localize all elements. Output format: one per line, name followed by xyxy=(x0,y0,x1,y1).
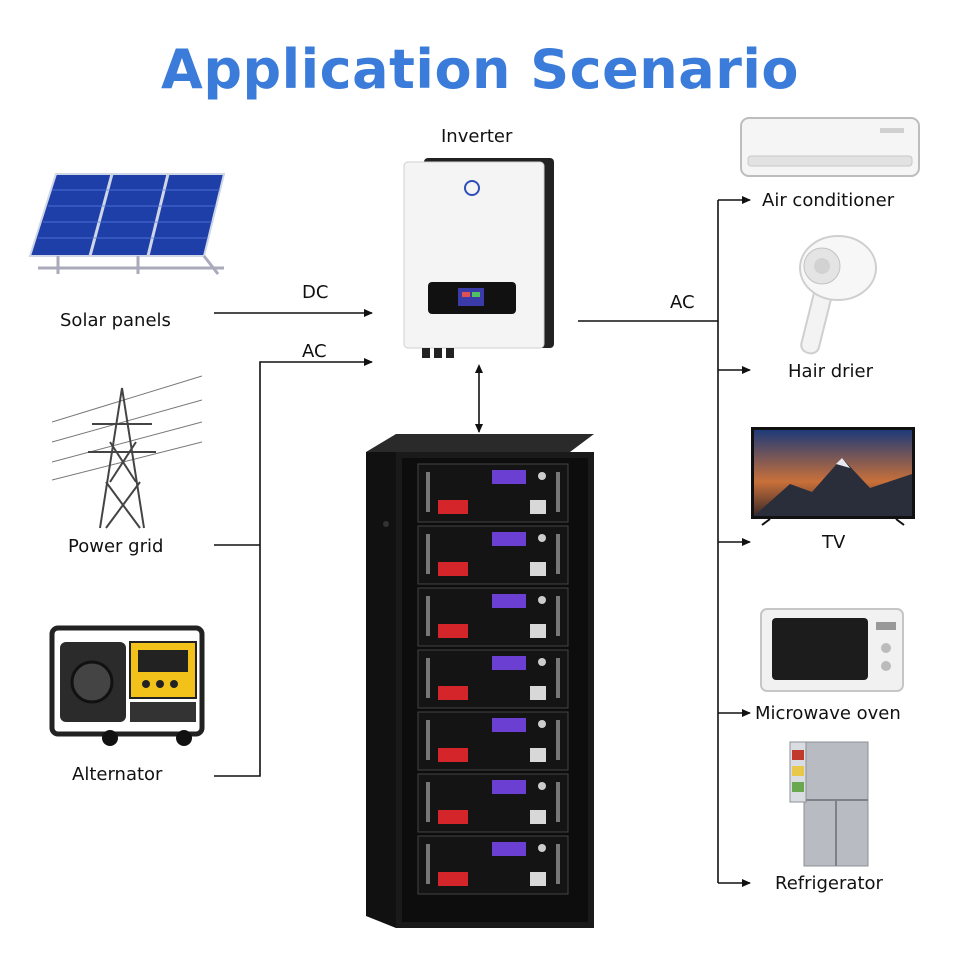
ac-input-label: AC xyxy=(302,341,327,362)
solar-panel-icon xyxy=(28,173,226,275)
battery-module xyxy=(417,525,569,585)
power-tower-icon xyxy=(52,375,202,529)
source-label-grid: Power grid xyxy=(68,536,164,557)
battery-module xyxy=(417,711,569,771)
battery-rack-icon xyxy=(366,434,594,928)
hair-dryer-icon xyxy=(799,235,877,355)
refrigerator-icon xyxy=(789,741,869,867)
microwave-icon xyxy=(760,608,904,692)
battery-module xyxy=(417,649,569,709)
battery-module xyxy=(417,587,569,647)
generator-icon xyxy=(49,625,205,746)
ac-output-label: AC xyxy=(670,292,695,313)
battery-module xyxy=(417,773,569,833)
load-label-tv: TV xyxy=(822,532,846,553)
load-label-ac: Air conditioner xyxy=(762,190,895,211)
dc-label: DC xyxy=(302,282,329,303)
battery-module xyxy=(417,835,569,895)
battery-module xyxy=(417,463,569,523)
load-label-refrigerator: Refrigerator xyxy=(775,873,883,894)
load-label-hairdryer: Hair drier xyxy=(788,361,873,382)
air-conditioner-icon xyxy=(740,117,920,177)
page-title: Application Scenario xyxy=(161,38,799,101)
tv-icon xyxy=(751,427,915,526)
inverter-label: Inverter xyxy=(441,126,513,147)
inverter-icon xyxy=(403,158,554,358)
source-label-solar: Solar panels xyxy=(60,310,171,331)
load-label-microwave: Microwave oven xyxy=(755,703,901,724)
source-label-alternator: Alternator xyxy=(72,764,163,785)
